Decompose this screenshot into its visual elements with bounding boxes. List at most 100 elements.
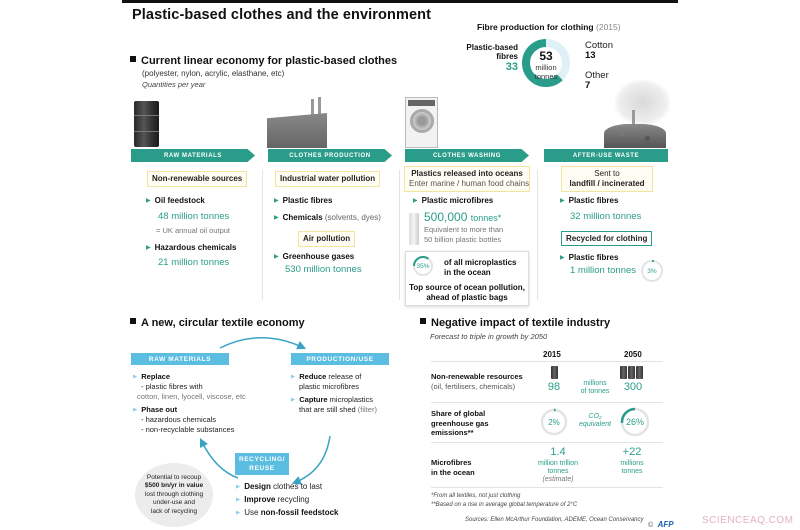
phase-out-line-1: - hazardous chemicals	[141, 415, 217, 424]
column-divider	[537, 170, 538, 300]
top-source-text-2: ahead of plastic bags	[426, 293, 508, 302]
design-bold: Design	[244, 482, 271, 491]
landfill-box-line-2: landfill / incinerated	[569, 179, 645, 188]
fibre-other-legend: Other 7	[585, 71, 609, 91]
square-bullet-icon	[130, 56, 136, 62]
footnote-1: *From all textiles, not just clothing	[431, 493, 521, 499]
ring-26-percent	[620, 407, 650, 437]
recoup-line-2: $500 bn/yr in value	[144, 482, 204, 490]
resources-2050-value: 300	[623, 381, 643, 393]
capture-bold: Capture	[299, 395, 328, 404]
oil-feedstock-label: Oil feedstock	[146, 196, 205, 205]
fibre-donut-center: 53 million tonnes	[521, 50, 571, 82]
microplastics-text-2: in the ocean	[444, 268, 491, 277]
replace-line-1-text: - plastic fibres with	[141, 382, 203, 391]
phase-out-item: Phase out	[133, 405, 177, 415]
page-title: Plastic-based clothes and the environmen…	[132, 7, 432, 23]
fibre-other-value: 7	[585, 80, 591, 91]
recoup-line-5: lack of recycling	[150, 507, 198, 515]
improve-rest: recycling	[275, 495, 310, 504]
quantities-note: Quantities per year	[142, 80, 206, 89]
linear-economy-heading-text: Current linear economy for plastic-based…	[141, 55, 398, 67]
capture-note: (filter)	[355, 405, 377, 414]
top-rule	[122, 0, 678, 3]
column-divider	[399, 170, 400, 300]
recoup-line-4: under-use and	[153, 499, 195, 507]
fibre-chart-title: Fibre production for clothing (2015)	[477, 22, 621, 32]
microfibres-note-1: Equivalent to more than	[424, 225, 504, 234]
microfibres-unit: tonnes*	[470, 213, 502, 223]
table-divider	[431, 442, 663, 443]
phase-out-label: Phase out	[141, 405, 178, 414]
recycling-banner-line-1: Recycling/	[238, 456, 286, 463]
afp-logo: AFP	[657, 520, 674, 529]
microplastics-pct: 35%	[416, 262, 430, 270]
landfill-box: Sent to landfill / incinerated	[561, 166, 653, 192]
design-rest: clothes to last	[270, 482, 323, 491]
stage-banner-clothes-production: Clothes production	[268, 149, 392, 162]
fibre-total-unit-2: tonnes	[534, 72, 558, 81]
microplastics-card	[405, 251, 529, 306]
plastics-released-title: Plastics released into oceans	[411, 169, 523, 178]
replace-item: Replace	[133, 372, 170, 382]
greenhouse-gases-value: 530 million tonnes	[285, 264, 362, 275]
row-emissions-line-1: Share of global	[431, 409, 486, 418]
microplastics-text-1: of all microplastics	[444, 258, 517, 267]
row-resources-sub: (oil, fertilisers, chemicals)	[431, 381, 516, 391]
top-source-text-1: Top source of ocean pollution,	[409, 283, 525, 292]
table-divider	[431, 402, 663, 403]
non-fossil-pre: Use	[244, 508, 261, 517]
recycling-banner-line-2: reuse	[249, 465, 275, 472]
recoup-line-3: lost through clothing	[144, 490, 204, 498]
waste-plastic-fibres-value: 32 million tonnes	[570, 211, 642, 222]
fibre-plastic-legend: Plastic-based fibres 33	[456, 43, 518, 73]
microfibres-2015-unit-2: tonnes	[547, 468, 569, 475]
fibre-total-unit-1: million	[535, 63, 557, 72]
recycled-plastic-fibres-value: 1 million tonnes	[570, 265, 637, 276]
emissions-2050-value: 26%	[625, 417, 644, 427]
phase-out-line-2: - non-recyclable substances	[141, 425, 235, 434]
emissions-2015-value: 2%	[548, 417, 560, 427]
resources-unit-1: millions	[583, 380, 607, 387]
resources-unit-2: of tonnes	[580, 388, 610, 395]
plastics-released-box: Plastics released into oceans Enter mari…	[404, 166, 530, 192]
capture-item: Capture microplastics	[291, 395, 373, 405]
fibre-plastic-label-2: fibres	[496, 52, 518, 61]
microfibres-2015-estimate: (estimate)	[542, 476, 574, 483]
square-bullet-icon	[420, 318, 426, 324]
recycled-pct: 3%	[647, 267, 657, 275]
microfibres-note-2: 50 billion plastic bottles	[424, 235, 502, 244]
circular-production-banner: Production/use	[291, 353, 389, 365]
circular-arrows	[199, 337, 331, 485]
fibre-chart-year: (2015)	[596, 22, 621, 32]
fibre-plastic-value: 33	[505, 61, 518, 73]
air-pollution-box: Air pollution	[298, 231, 356, 247]
reduce-line-2: plastic microfibres	[299, 382, 360, 391]
circular-raw-materials-banner: Raw materials	[131, 353, 229, 365]
reduce-item: Reduce release of	[291, 372, 361, 382]
table-divider	[431, 361, 663, 362]
afp-credit: © AFP	[648, 514, 674, 530]
stage-banner-raw-materials: Raw materials	[131, 149, 255, 162]
fibre-cotton-value: 13	[585, 50, 596, 61]
non-fossil-item: Use non-fossil feedstock	[236, 508, 338, 518]
microfibres-2050-unit-1: millions	[620, 460, 644, 467]
circular-economy-heading-text: A new, circular textile economy	[141, 317, 305, 329]
ring-3-percent	[641, 260, 663, 282]
plastic-bottle-icon	[409, 213, 419, 245]
replace-line-2: cotton, linen, lyocell, viscose, etc	[137, 392, 246, 401]
factory-icon	[267, 113, 327, 148]
recycled-plastic-fibres-label: Plastic fibres	[560, 253, 619, 262]
emissions-unit-2: equivalent	[579, 421, 611, 428]
washing-machine-icon	[405, 97, 438, 148]
hazardous-chemicals-label: Hazardous chemicals	[146, 243, 237, 252]
chemicals-item: Chemicals (solvents, dyes)	[274, 213, 381, 222]
landfill-box-line-1: Sent to	[594, 169, 620, 178]
row-emissions-line-2: greenhouse gas	[431, 418, 489, 428]
copyright-symbol: ©	[648, 522, 654, 529]
plastic-microfibres-label: Plastic microfibres	[413, 196, 494, 205]
